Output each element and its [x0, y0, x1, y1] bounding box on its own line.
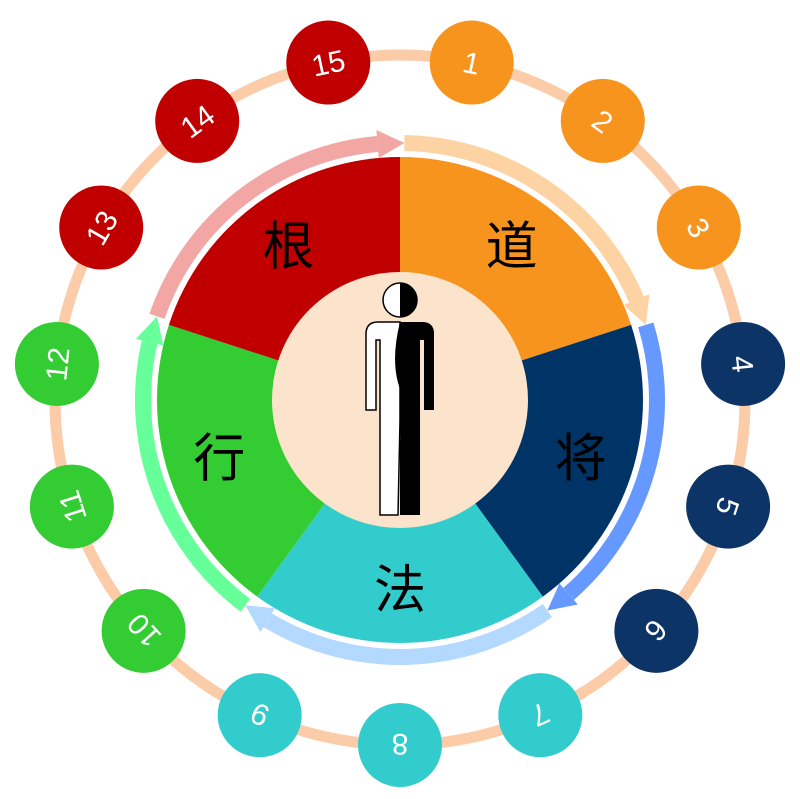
step-number: 4 — [724, 354, 759, 374]
cycle-arrow-4 — [135, 340, 251, 612]
cycle-arrows — [135, 130, 665, 665]
arrowhead-icon — [376, 130, 405, 158]
step-number: 1 — [460, 46, 483, 82]
arrowhead-icon — [547, 583, 578, 611]
step-1: 1 — [429, 20, 514, 105]
step-number: 12 — [40, 346, 76, 383]
step-10: 10 — [101, 588, 186, 673]
segment-label: 行 — [193, 430, 245, 490]
segment-label: 道 — [486, 217, 538, 277]
step-3: 3 — [656, 185, 741, 270]
cycle-arrow-5 — [149, 136, 379, 319]
step-4: 4 — [701, 321, 786, 406]
arrowhead-icon — [245, 605, 275, 633]
step-9: 9 — [217, 673, 302, 758]
step-6: 6 — [614, 588, 699, 673]
person-icon — [365, 282, 434, 516]
cycle-arrow-3 — [263, 603, 552, 665]
step-12: 12 — [14, 321, 99, 406]
step-5: 5 — [686, 464, 771, 549]
step-7: 7 — [498, 673, 583, 758]
step-number: 8 — [392, 727, 409, 760]
step-13: 13 — [59, 185, 144, 270]
segment-label: 将 — [555, 430, 607, 490]
arrowhead-icon — [623, 294, 650, 325]
step-2: 2 — [560, 78, 645, 163]
step-15: 15 — [286, 20, 371, 105]
segment-label: 法 — [374, 561, 426, 621]
step-number: 15 — [309, 44, 349, 83]
step-14: 14 — [155, 78, 240, 163]
step-8: 8 — [358, 703, 442, 787]
step-11: 11 — [29, 464, 114, 549]
segment-label: 根 — [262, 217, 314, 277]
arrowhead-icon — [135, 316, 164, 346]
cycle-arrow-1 — [404, 135, 644, 303]
cycle-arrow-2 — [563, 322, 665, 600]
